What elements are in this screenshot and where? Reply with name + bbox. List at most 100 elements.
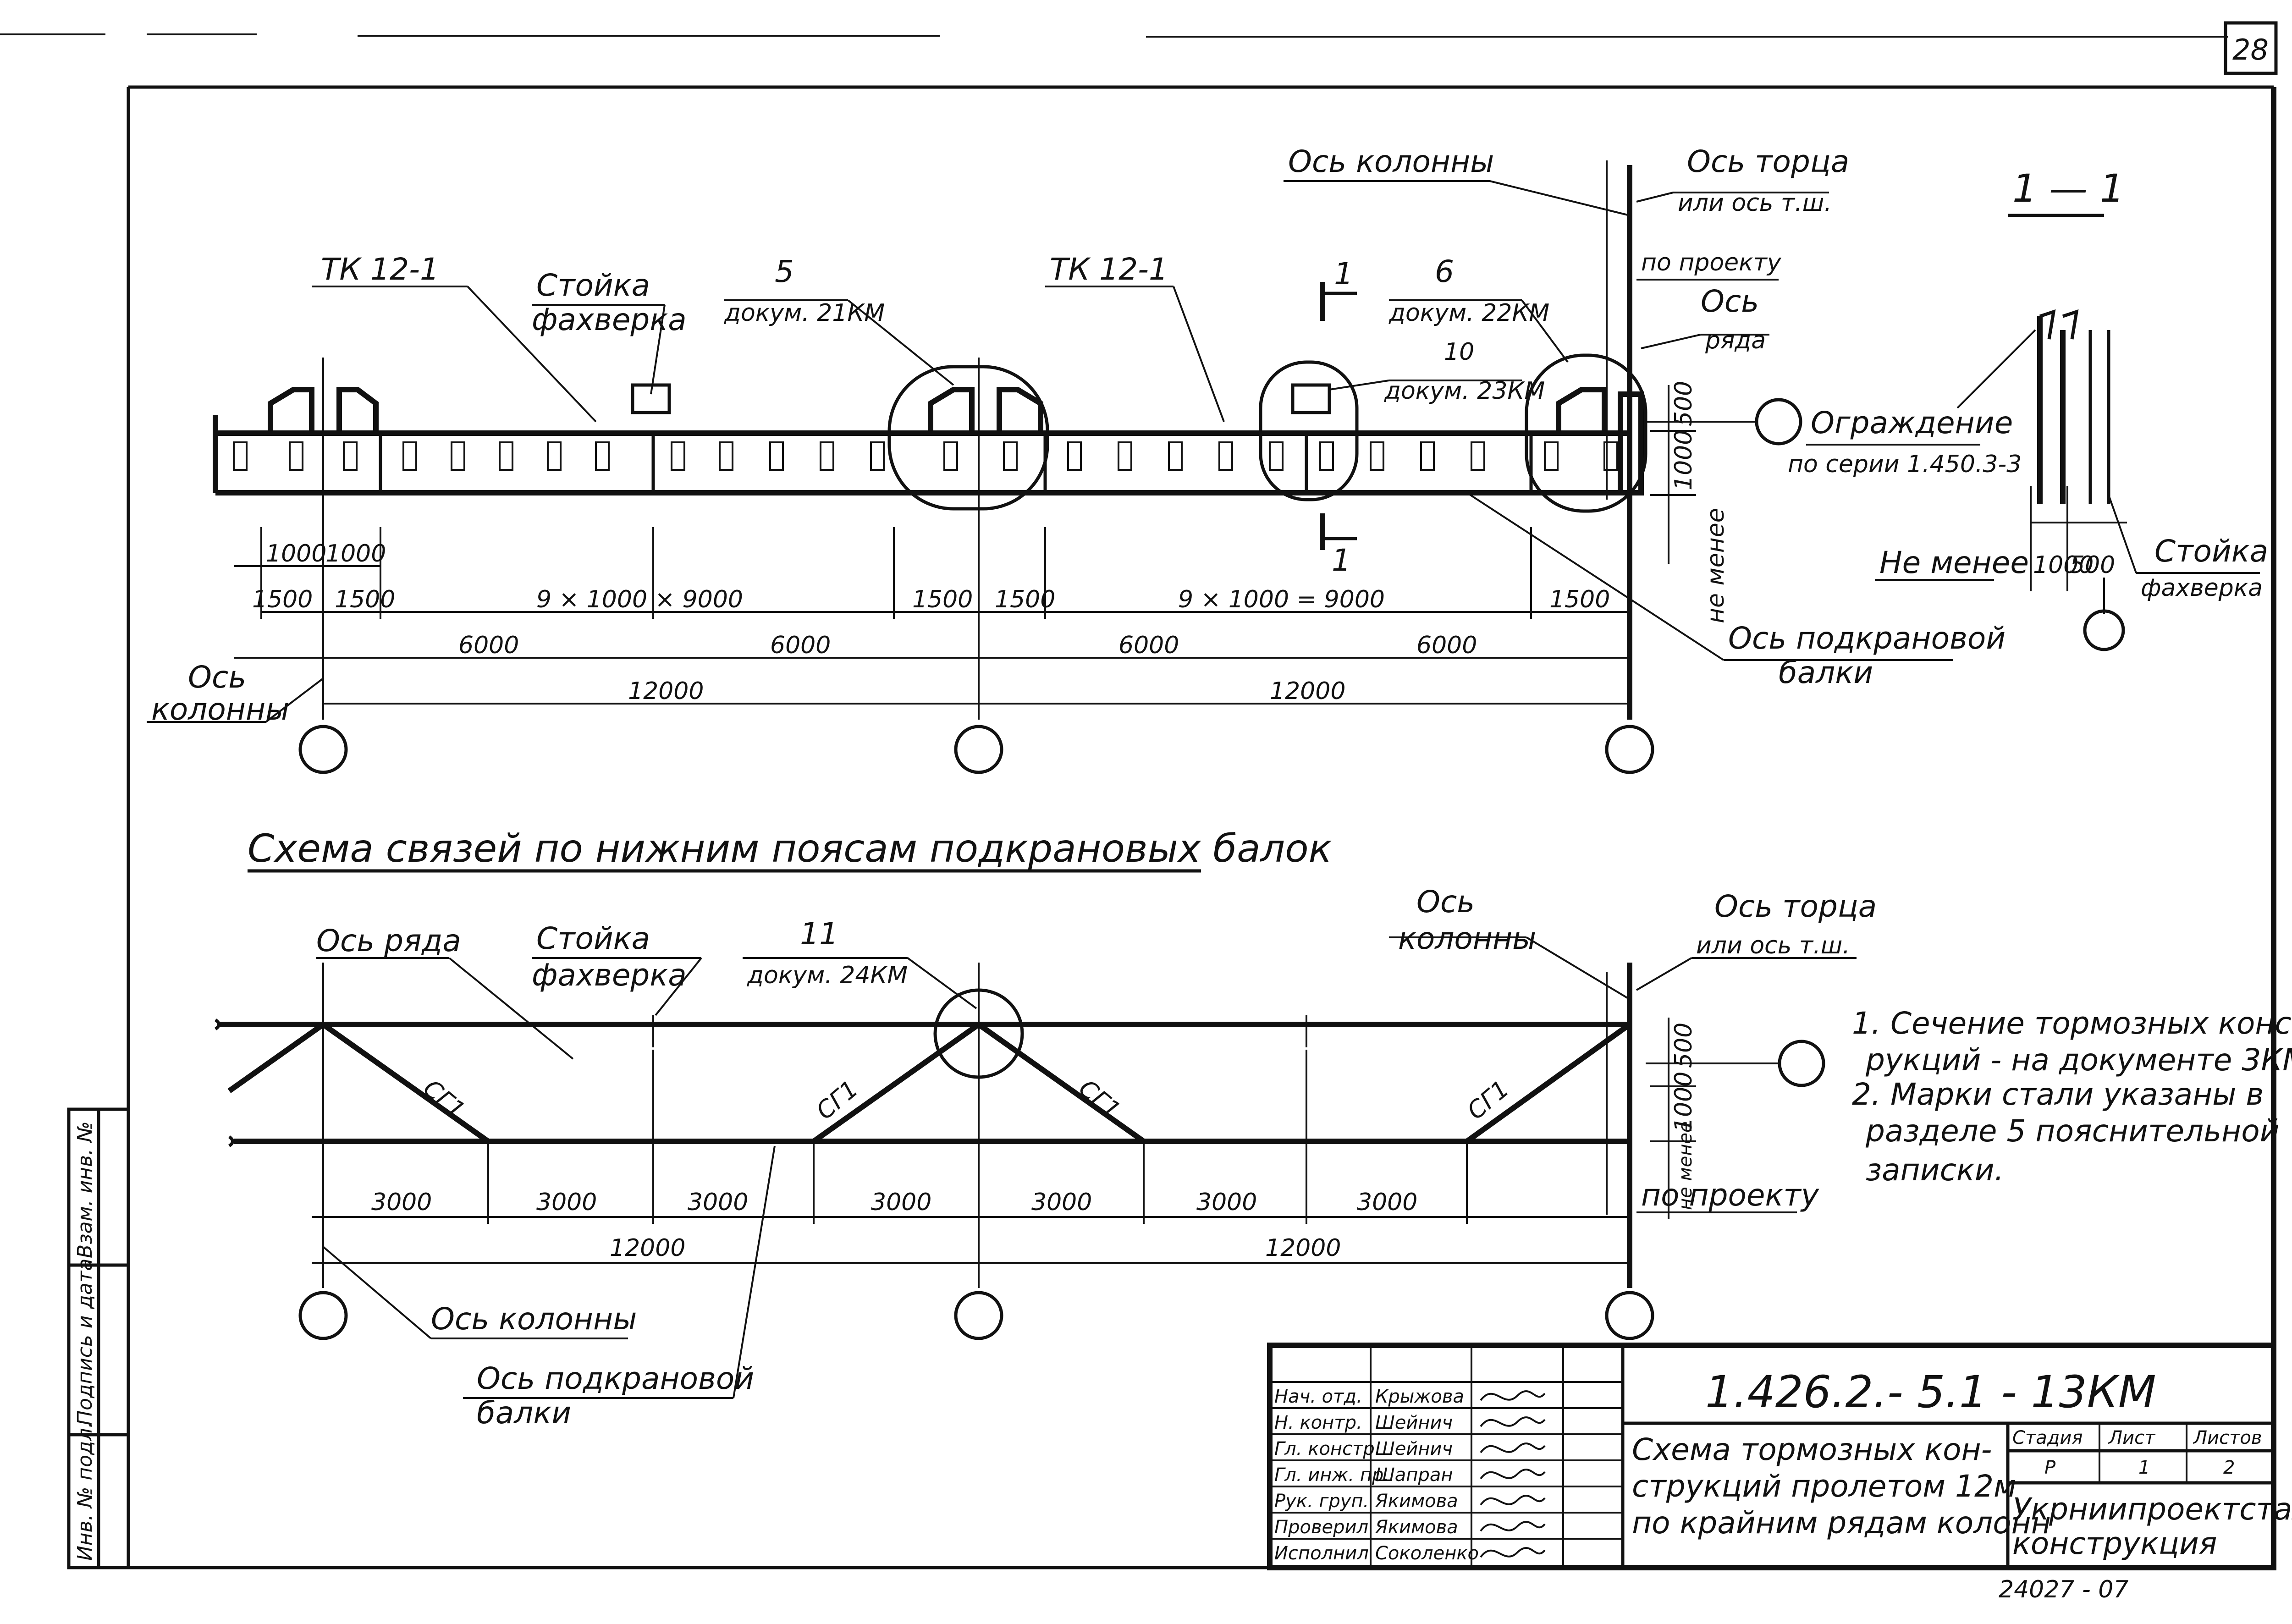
bracing-dim-3000-7: 3000 — [1357, 1189, 1417, 1216]
dim-12000a: 12000 — [628, 677, 704, 705]
tb-name-2: Шейнич — [1375, 1412, 1453, 1433]
bracing-v1000: 1000 — [1670, 1072, 1697, 1132]
tb-title-3: по крайним рядам колонн — [1632, 1505, 2051, 1541]
section-d1000: 1000 — [2033, 551, 2094, 579]
label-crane-axis-1: Ось подкрановой — [1728, 621, 2006, 656]
bracing-dim-3000-6: 3000 — [1196, 1189, 1257, 1216]
bracing-stoika-2: фахверка — [532, 958, 687, 993]
section-stoika-2: фахверка — [2141, 574, 2263, 602]
section-stoika-1: Стойка — [2154, 534, 2268, 569]
bracing-col-axis-bottom: Ось колонны — [431, 1301, 637, 1337]
dim-1000a: 1000 — [266, 540, 326, 567]
tb-role-6: Проверил — [1274, 1517, 1368, 1538]
label-po-proektu-top: по проекту — [1641, 249, 1782, 276]
label-cut-bottom: 1 — [1332, 543, 1351, 578]
notes: 1. Сечение тормозных конст- рукций - на … — [1852, 1006, 2292, 1188]
tb-sheets-label: Листов — [2193, 1427, 2262, 1448]
section-1-1 — [1875, 214, 2260, 651]
tb-role-1: Нач. отд. — [1274, 1386, 1362, 1407]
top-dimensions — [234, 385, 1696, 705]
dim-12000b: 12000 — [1270, 677, 1345, 705]
tb-role-5: Рук. груп. — [1274, 1491, 1369, 1512]
label-c10-num: 10 — [1444, 338, 1474, 366]
sheet-number: 28 — [2232, 33, 2269, 66]
dim-6000b: 6000 — [770, 632, 831, 659]
tb-sheet: 1 — [2138, 1457, 2150, 1478]
dim-6000a: 6000 — [458, 632, 519, 659]
label-row-axis-2: ряда — [1705, 327, 1766, 354]
dim-1500c: 1500 — [912, 586, 973, 613]
side-stamp-vzam: Взам. инв. № — [73, 1121, 97, 1258]
dim-6000c: 6000 — [1118, 632, 1179, 659]
bracing-heading: Схема связей по нижним поясам подкрановы… — [248, 826, 1332, 871]
label-c6-doc: докум. 22КМ — [1388, 299, 1549, 327]
dim-1500a: 1500 — [252, 586, 313, 613]
bracing-dim-3000-3: 3000 — [688, 1189, 748, 1216]
bracing-ne-menee: не менее — [1675, 1121, 1696, 1210]
bracing-col-axis-2: колонны — [1398, 921, 1536, 956]
label-tk-left: ТК 12-1 — [321, 252, 439, 287]
label-crane-axis-2: балки — [1779, 655, 1873, 690]
tb-stage-label: Стадия — [2012, 1427, 2083, 1448]
tb-title-2: струкций пролетом 12м — [1632, 1469, 2017, 1504]
dim-v500: 500 — [1670, 381, 1697, 426]
tb-name-7: Соколенко — [1375, 1543, 1479, 1564]
tb-sheets: 2 — [2223, 1457, 2235, 1478]
label-end-axis-2: или ось т.ш. — [1678, 189, 1832, 217]
bracing-crane-axis-1: Ось подкрановой — [477, 1361, 754, 1396]
bracing-row-axis: Ось ряда — [316, 923, 461, 958]
bracing-sg1-b: СГ1 — [811, 1075, 864, 1125]
tb-name-4: Шапран — [1375, 1464, 1453, 1486]
label-col-axis-left-1: Ось — [188, 660, 246, 695]
label-fence-1: Ограждение — [1811, 405, 2013, 440]
tb-title-1: Схема тормозных кон- — [1632, 1432, 1992, 1467]
bracing-c11-num: 11 — [800, 916, 838, 952]
section-title: 1 — 1 — [2012, 166, 2124, 211]
label-col-axis-left-2: колонны — [151, 692, 289, 727]
label-tk-right: ТК 12-1 — [1050, 252, 1168, 287]
top-leaders — [147, 180, 1980, 723]
label-stoika-1: Стойка — [536, 268, 650, 303]
tb-name-5: Якимова — [1375, 1491, 1458, 1512]
bracing-dim-12000-a: 12000 — [610, 1234, 685, 1262]
bracing-stoika-1: Стойка — [536, 921, 650, 956]
bracing-c11-doc: докум. 24КМ — [747, 962, 908, 989]
bracing-labels: Ось ряда Стойка фахверка 11 докум. 24КМ … — [316, 884, 1877, 1431]
side-stamp-inv: Инв. № подл. — [73, 1421, 97, 1561]
bracing-dimensions — [312, 1050, 1632, 1264]
note-line-4: разделе 5 пояснительной — [1865, 1113, 2280, 1149]
bracing-dim-3000-2: 3000 — [536, 1189, 597, 1216]
note-line-2: рукций - на документе 3КМ. — [1865, 1042, 2292, 1078]
tb-org-1: Укрниипроектсталь- — [2012, 1492, 2292, 1527]
tb-role-7: Исполнил — [1274, 1543, 1369, 1564]
bracing-scheme — [214, 963, 1825, 1340]
bracing-dim-12000-b: 12000 — [1265, 1234, 1341, 1262]
title-block — [1267, 1343, 2276, 1570]
bracing-end-axis-2: или ось т.ш. — [1696, 932, 1850, 959]
dim-9x1000b: 9 × 1000 = 9000 — [1178, 586, 1385, 613]
tb-role-2: Н. контр. — [1274, 1412, 1362, 1433]
dim-1500d: 1500 — [995, 586, 1055, 613]
label-stoika-2: фахверка — [532, 302, 687, 337]
dim-v1000: 1000 — [1670, 430, 1697, 490]
tb-role-3: Гл. констр. — [1274, 1438, 1380, 1459]
label-c10-doc: докум. 23КМ — [1384, 377, 1545, 405]
note-line-5: записки. — [1866, 1152, 2004, 1188]
tb-role-4: Гл. инж. пр. — [1274, 1464, 1389, 1486]
label-end-axis-1: Ось торца — [1687, 144, 1849, 179]
top-plan — [213, 160, 1802, 774]
dim-9x1000a: 9 × 1000 × 9000 — [536, 586, 743, 613]
note-line-1: 1. Сечение тормозных конст- — [1852, 1006, 2292, 1041]
tb-stage: Р — [2044, 1457, 2056, 1478]
tb-org-2: конструкция — [2012, 1526, 2217, 1561]
bracing-dim-3000-4: 3000 — [871, 1189, 931, 1216]
note-line-3: 2. Марки стали указаны в — [1852, 1077, 2264, 1112]
label-col-axis: Ось колонны — [1288, 144, 1494, 179]
bracing-col-axis-1: Ось — [1416, 884, 1475, 919]
tb-name-6: Якимова — [1375, 1517, 1458, 1538]
title-block-rows: Нач. отд. Н. контр. Гл. констр. Гл. инж.… — [1274, 1386, 1479, 1564]
label-row-axis-1: Ось — [1701, 284, 1759, 319]
bracing-sg1-c: СГ1 — [1074, 1074, 1126, 1124]
signatures — [1480, 1390, 1546, 1558]
